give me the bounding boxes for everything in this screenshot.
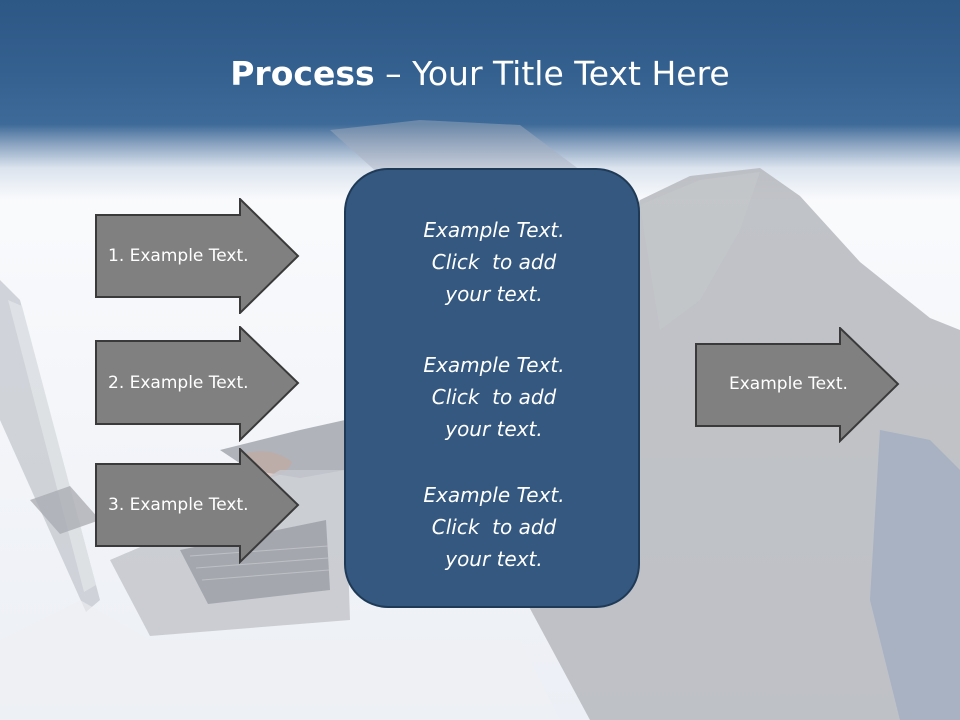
title-rest: – Your Title Text Here (374, 54, 730, 93)
arrow-result-label: Example Text. (729, 374, 848, 394)
title-bold: Process (230, 54, 375, 93)
center-block-line: Example Text. (423, 353, 565, 377)
arrow-shape (95, 326, 300, 442)
center-block-line: your text. (445, 547, 543, 571)
arrow-shape (95, 198, 300, 314)
center-block-line: Click to add (431, 385, 557, 409)
arrow-step-3: 3. Example Text. (95, 448, 301, 564)
center-block-2: Example Text. Click to add your text. (346, 349, 642, 445)
arrow-shape (695, 327, 900, 443)
arrow-step-2-label: 2. Example Text. (108, 373, 249, 393)
arrow-result: Example Text. (695, 327, 901, 443)
arrow-step-2: 2. Example Text. (95, 326, 301, 442)
center-text-box[interactable]: Example Text. Click to add your text. Ex… (344, 168, 640, 608)
arrow-step-3-label: 3. Example Text. (108, 495, 249, 515)
header-band (0, 0, 960, 200)
center-block-line: your text. (445, 417, 543, 441)
center-block-line: Example Text. (423, 483, 565, 507)
arrow-shape (95, 448, 300, 564)
center-block-line: Example Text. (423, 218, 565, 242)
center-block-1: Example Text. Click to add your text. (346, 214, 642, 310)
center-block-line: Click to add (431, 515, 557, 539)
center-block-line: your text. (445, 282, 543, 306)
arrow-step-1-label: 1. Example Text. (108, 246, 249, 266)
arrow-step-1: 1. Example Text. (95, 198, 301, 314)
center-block-line: Click to add (431, 250, 557, 274)
center-block-3: Example Text. Click to add your text. (346, 479, 642, 575)
slide-title: Process – Your Title Text Here (0, 52, 960, 96)
